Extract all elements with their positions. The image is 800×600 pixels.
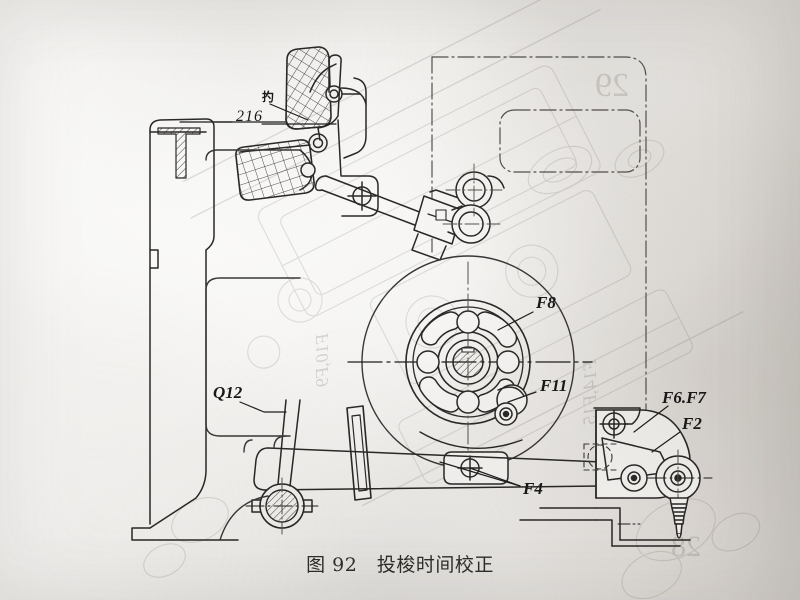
cam-follower-stud — [494, 384, 528, 426]
side-frame-plate — [205, 149, 301, 453]
picker-buffer-assembly — [235, 46, 361, 201]
label-cjk-note: 扚 — [262, 90, 275, 104]
pick-cam-disc — [347, 255, 593, 471]
label-216: 216 — [236, 108, 263, 125]
phantom-outline-inner — [499, 109, 641, 173]
lower-frame-plate — [219, 435, 287, 541]
eccentric-rings — [442, 163, 505, 244]
slotted-link — [346, 405, 372, 501]
svg-text:F10,F9: F10,F9 — [312, 332, 332, 387]
base-outline — [519, 507, 691, 547]
label-f8: F8 — [536, 293, 556, 312]
figure-caption: 图 92 投梭时间校正 — [306, 554, 494, 576]
label-f11: F11 — [540, 376, 568, 395]
lubricator-nipple — [669, 497, 689, 539]
leader-lines — [179, 103, 681, 487]
connecting-rod — [314, 175, 471, 261]
right-bracket — [583, 407, 713, 507]
tapered-beam — [253, 447, 603, 491]
label-f2: F2 — [682, 414, 702, 433]
label-f4: F4 — [523, 479, 543, 498]
svg-text:29: 29 — [595, 67, 629, 104]
pivot-bushing — [245, 399, 319, 535]
label-f6-f7: F6.F7 — [662, 388, 706, 407]
loom-side-frame — [131, 118, 239, 541]
label-q12: Q12 — [213, 383, 243, 402]
